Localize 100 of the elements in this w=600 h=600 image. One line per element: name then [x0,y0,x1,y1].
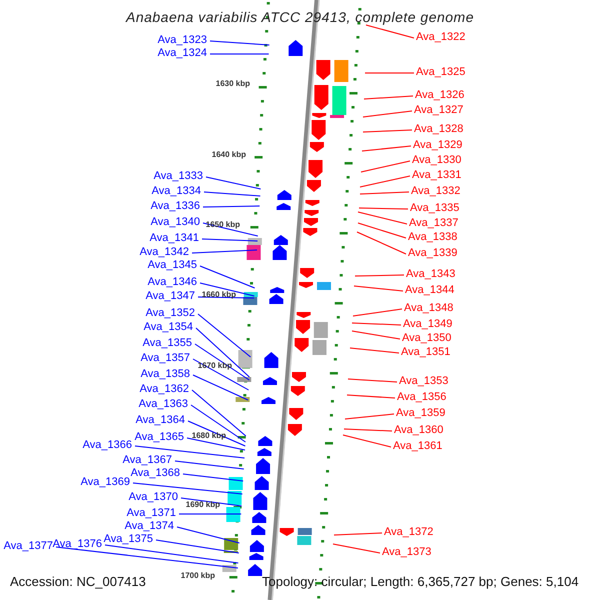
gene-label: Ava_1339 [408,247,458,260]
leader-line [56,546,238,568]
gene-label: Ava_1364 [136,414,185,427]
leader-line [192,390,246,436]
leader-line [188,420,246,446]
gene-label: Ava_1342 [140,246,189,259]
gene-label: Ava_1365 [134,431,184,444]
leader-line [366,24,414,38]
leader-line [358,208,408,210]
scale-label: 1630 kbp [216,78,250,90]
gene-label: Ava_1332 [411,185,460,198]
gene-label: Ava_1331 [412,169,462,182]
gene-label: Ava_1375 [104,533,153,546]
leader-line [348,378,398,382]
map-title: Anabaena variabilis ATCC 29413, complete genome [124,11,476,24]
gene-label: Ava_1343 [406,268,456,281]
gene-label: Ava_1323 [158,34,207,47]
gene-label: Ava_1335 [410,202,460,215]
leader-line [202,238,258,242]
leader-line [360,192,410,194]
leader-line [206,176,262,190]
leader-line [352,308,402,316]
gene-label: Ava_1360 [394,424,444,437]
leader-line [356,232,406,254]
gene-label: Ava_1376 [52,538,102,551]
gene-label: Ava_1354 [144,321,193,334]
gene-label: Ava_1337 [409,217,458,230]
gene-label: Ava_1336 [150,200,200,213]
leader-line [182,474,244,482]
gene-label: Ava_1369 [80,476,130,489]
leader-line [362,130,412,132]
gene-label: Ava_1374 [124,520,174,533]
scale-label: 1700 kbp [180,570,215,582]
leader-line [196,328,250,378]
leader-line [364,72,414,74]
leader-line [176,526,240,544]
leader-line [354,274,404,276]
leader-line [200,266,256,288]
gene-label: Ava_1349 [403,318,452,331]
leader-line [202,206,260,208]
leader-line [350,348,400,354]
leader-line [352,322,402,326]
leader-line [198,314,252,358]
gene-label: Ava_1340 [150,216,200,229]
gene-label: Ava_1358 [140,368,190,381]
gene-label: Ava_1345 [148,259,197,272]
gene-label: Ava_1351 [401,346,450,359]
leader-line [174,460,244,470]
gene-label: Ava_1338 [408,231,458,244]
leader-line [194,344,250,380]
leader-line [342,434,392,448]
footer-text: Topology: circular; Length: 6,365,727 bp; Genes: 5,104 [262,575,579,588]
gene-label: Ava_1347 [146,290,195,303]
gene-label: Ava_1377 [4,540,53,553]
gene-label: Ava_1333 [154,170,203,183]
gene-label: Ava_1371 [126,507,176,520]
leader-line [332,544,380,554]
leader-line [354,286,404,292]
leader-line [364,96,414,100]
leader-line [362,146,412,152]
gene-label: Ava_1325 [416,66,466,79]
gene-label: Ava_1370 [128,491,178,504]
gene-label: Ava_1326 [415,89,464,102]
gene-label: Ava_1368 [130,467,180,480]
leader-line [362,110,412,118]
gene-label: Ava_1372 [384,526,434,539]
gene-label: Ava_1341 [150,232,199,245]
leader-line [358,212,408,224]
leader-line [134,446,246,458]
leader-line [132,482,243,494]
leader-line [358,222,406,238]
leader-line [204,192,261,196]
leader-line [344,428,392,432]
leader-line [104,544,239,564]
leader-line [344,414,394,420]
scale-label: 1640 kbp [212,149,246,161]
leader-line [346,394,396,398]
gene-label: Ava_1357 [140,352,190,365]
gene-label: Ava_1363 [138,398,188,411]
leader-line [186,438,246,450]
gene-label: Ava_1330 [412,154,462,167]
leader-line [352,330,400,340]
leader-line [180,498,242,506]
gene-label: Ava_1355 [142,337,192,350]
gene-label: Ava_1362 [140,383,189,396]
leader-line [360,176,410,188]
gene-label: Ava_1356 [397,391,446,404]
gene-label: Ava_1324 [158,47,207,60]
gene-label: Ava_1361 [393,440,442,453]
gene-label: Ava_1329 [413,139,462,152]
gene-label: Ava_1359 [396,407,446,420]
gene-label: Ava_1348 [404,302,454,315]
leader-line [210,40,270,46]
gene-label: Ava_1366 [82,439,132,452]
gene-label: Ava_1350 [402,332,452,345]
leader-line [190,404,246,442]
gene-label: Ava_1322 [416,31,466,44]
gene-label: Ava_1352 [146,307,195,320]
leader-line [156,540,240,554]
scale-label: 1690 kbp [186,499,220,511]
